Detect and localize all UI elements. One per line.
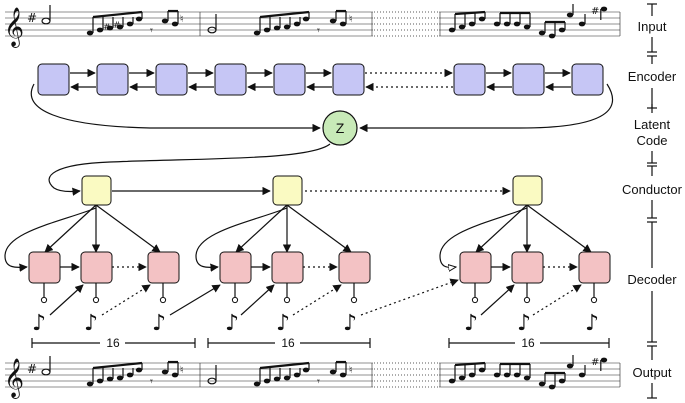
music-note-icon: ♪ bbox=[585, 311, 599, 336]
svg-text:#: # bbox=[591, 6, 599, 17]
encoder-to-z-left-curve bbox=[30, 83, 321, 133]
svg-text:♮: ♮ bbox=[349, 14, 353, 25]
decoder-cell bbox=[459, 251, 492, 284]
input-staff: 𝄞 # # # 𝄾 ♮ bbox=[4, 4, 621, 48]
svg-text:Output: Output bbox=[632, 365, 671, 380]
treble-clef-icon: 𝄞 bbox=[4, 358, 24, 399]
svg-text:#: # bbox=[113, 21, 121, 31]
svg-text:♮: ♮ bbox=[349, 365, 353, 376]
latent-symbol: Z bbox=[336, 120, 345, 136]
key-signature-sharp: # bbox=[27, 362, 37, 376]
music-note-icon: ♪ bbox=[152, 311, 166, 336]
decoder-group-2 bbox=[195, 204, 459, 316]
decoder: ♪ ♪ ♪ ♪ ♪ ♪ ♪ ♪ ♪ bbox=[4, 204, 611, 336]
encoder-cell bbox=[453, 63, 486, 96]
output-staff: 𝄞 # 𝄾 ♮ bbox=[4, 355, 621, 399]
stage-label-output: Output bbox=[632, 345, 672, 399]
segment-brackets: 16 16 16 bbox=[31, 336, 610, 350]
svg-text:#: # bbox=[103, 23, 111, 33]
latent-node: Z bbox=[322, 110, 358, 146]
encoder-cell bbox=[37, 63, 70, 96]
z-to-conductor-curve bbox=[48, 143, 331, 196]
svg-text:♮: ♮ bbox=[180, 14, 184, 25]
key-signature-sharp: # bbox=[27, 11, 37, 25]
svg-text:Code: Code bbox=[636, 133, 667, 148]
stage-label-decoder: Decoder bbox=[627, 221, 677, 343]
svg-text:Latent: Latent bbox=[634, 117, 671, 132]
decoder-cell bbox=[28, 251, 61, 284]
input-measure-2-notes: 𝄾 ♮ bbox=[207, 9, 353, 37]
encoder-cell bbox=[155, 63, 188, 96]
input-measure-1-notes: # # 𝄾 ♮ bbox=[41, 5, 184, 37]
segment-bracket-1: 16 bbox=[31, 336, 196, 350]
music-note-icon: ♪ bbox=[464, 311, 478, 336]
encoder-cell bbox=[273, 63, 306, 96]
decoder-cell bbox=[219, 251, 252, 284]
stage-label-latent-code: Latent Code bbox=[634, 104, 671, 164]
music-note-icon: ♪ bbox=[343, 311, 357, 336]
stage-labels: Input Encoder Latent Code Conductor bbox=[622, 3, 683, 399]
output-measure-1-notes: 𝄾 ♮ bbox=[41, 356, 184, 388]
decoder-cell bbox=[511, 251, 544, 284]
music-note-icon: ♪ bbox=[517, 311, 531, 336]
music-note-icon: ♪ bbox=[32, 311, 46, 336]
svg-text:♮: ♮ bbox=[180, 365, 184, 376]
decoder-group-3 bbox=[439, 204, 611, 316]
svg-text:𝄾: 𝄾 bbox=[317, 375, 320, 388]
output-measure-last-notes: # bbox=[448, 355, 608, 390]
decoder-cell bbox=[578, 251, 611, 284]
decoder-cell bbox=[80, 251, 113, 284]
svg-text:#: # bbox=[591, 357, 599, 368]
music-note-icon: ♪ bbox=[276, 311, 290, 336]
encoder-to-z-right-curve bbox=[359, 83, 613, 133]
encoder-cell bbox=[96, 63, 129, 96]
segment-bracket-2: 16 bbox=[207, 336, 371, 350]
encoder bbox=[30, 63, 613, 133]
conductor-cell bbox=[272, 175, 303, 206]
conductor bbox=[81, 175, 543, 206]
encoder-cell bbox=[512, 63, 545, 96]
svg-text:Input: Input bbox=[638, 19, 667, 34]
stage-label-encoder: Encoder bbox=[628, 55, 677, 109]
segment-length-label: 16 bbox=[281, 336, 295, 350]
decoder-cell bbox=[271, 251, 304, 284]
output-measure-2-notes: 𝄾 ♮ bbox=[207, 360, 353, 388]
conductor-cell bbox=[81, 175, 112, 206]
encoder-cell bbox=[571, 63, 604, 96]
svg-text:𝄾: 𝄾 bbox=[317, 24, 320, 37]
svg-text:𝄾: 𝄾 bbox=[150, 24, 153, 37]
svg-text:Encoder: Encoder bbox=[628, 69, 677, 84]
svg-text:𝄾: 𝄾 bbox=[150, 375, 153, 388]
svg-text:Conductor: Conductor bbox=[622, 182, 683, 197]
encoder-cell bbox=[332, 63, 365, 96]
music-note-icon: ♪ bbox=[225, 311, 239, 336]
segment-length-label: 16 bbox=[106, 336, 120, 350]
input-measure-last-notes: # bbox=[448, 4, 608, 39]
svg-text:Decoder: Decoder bbox=[627, 272, 677, 287]
encoder-cell bbox=[214, 63, 247, 96]
decoder-group-1 bbox=[4, 204, 221, 316]
segment-length-label: 16 bbox=[521, 336, 535, 350]
stage-label-conductor: Conductor bbox=[622, 165, 683, 219]
decoder-cell bbox=[147, 251, 180, 284]
decoder-cell bbox=[338, 251, 371, 284]
encoder-cells bbox=[37, 63, 604, 96]
treble-clef-icon: 𝄞 bbox=[4, 7, 24, 48]
music-note-icon: ♪ bbox=[84, 311, 98, 336]
decoder-output-notes: ♪ ♪ ♪ ♪ ♪ ♪ ♪ ♪ ♪ bbox=[32, 311, 599, 336]
segment-bracket-3: 16 bbox=[448, 336, 610, 350]
conductor-cell bbox=[512, 175, 543, 206]
stage-label-input: Input bbox=[638, 3, 667, 53]
